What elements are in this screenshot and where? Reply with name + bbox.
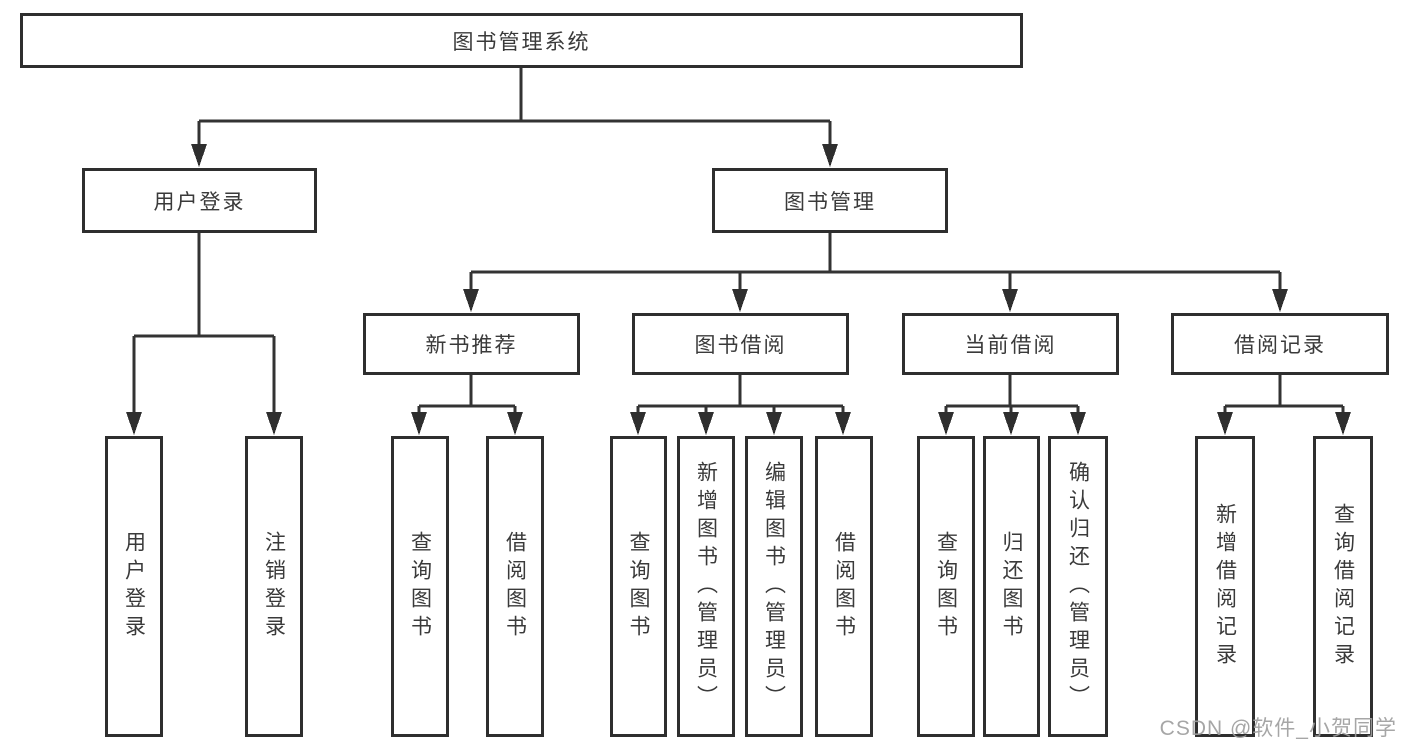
node-label: 借阅图书 xyxy=(503,530,527,643)
node-label: 归还图书 xyxy=(1000,530,1023,643)
node-borrow-records: 借阅记录 xyxy=(1171,313,1389,375)
node-label: 查询图书 xyxy=(934,530,958,643)
leaf-query-books-borrow: 查询图书 xyxy=(610,436,667,737)
leaf-add-borrow-record: 新增借阅记录 xyxy=(1195,436,1255,737)
node-label: 查询图书 xyxy=(408,530,432,643)
node-label: 新增借阅记录 xyxy=(1213,502,1237,671)
leaf-edit-book-admin: 编辑图书（管理员） xyxy=(745,436,803,737)
node-root: 图书管理系统 xyxy=(20,13,1023,68)
node-label: 查询借阅记录 xyxy=(1331,502,1355,671)
leaf-user-login: 用户登录 xyxy=(105,436,163,737)
arrowhead-icons xyxy=(126,144,1351,435)
node-label: 查询图书 xyxy=(627,530,650,643)
node-label: 图书借阅 xyxy=(694,334,787,357)
node-label: 图书管理 xyxy=(784,190,876,214)
leaf-query-borrow-record: 查询借阅记录 xyxy=(1313,436,1373,737)
node-label: 确认归还（管理员） xyxy=(1066,460,1090,713)
node-label: 用户登录 xyxy=(153,190,246,214)
leaf-add-book-admin: 新增图书（管理员） xyxy=(677,436,735,737)
node-book-management: 图书管理 xyxy=(712,168,948,233)
node-label: 编辑图书（管理员） xyxy=(762,460,786,713)
node-user-login: 用户登录 xyxy=(82,168,317,233)
leaf-query-books-recommend: 查询图书 xyxy=(391,436,449,737)
leaf-confirm-return-admin: 确认归还（管理员） xyxy=(1048,436,1108,737)
node-label: 借阅图书 xyxy=(832,530,856,643)
node-label: 用户登录 xyxy=(122,530,146,643)
leaf-return-book: 归还图书 xyxy=(983,436,1040,737)
leaf-query-books-current: 查询图书 xyxy=(917,436,975,737)
node-current-borrow: 当前借阅 xyxy=(902,313,1119,375)
node-label: 当前借阅 xyxy=(964,334,1057,357)
node-new-book-recommend: 新书推荐 xyxy=(363,313,580,375)
csdn-watermark: CSDN @软件_小贺同学 xyxy=(1159,717,1397,740)
leaf-borrow-books-recommend: 借阅图书 xyxy=(486,436,544,737)
node-book-borrow: 图书借阅 xyxy=(632,313,849,375)
node-label: 新书推荐 xyxy=(425,334,518,357)
leaf-borrow-books-borrow: 借阅图书 xyxy=(815,436,873,737)
node-label: 图书管理系统 xyxy=(452,30,591,54)
node-label: 借阅记录 xyxy=(1234,334,1326,357)
leaf-logout: 注销登录 xyxy=(245,436,303,737)
node-label: 注销登录 xyxy=(262,530,286,643)
node-label: 新增图书（管理员） xyxy=(694,460,718,713)
